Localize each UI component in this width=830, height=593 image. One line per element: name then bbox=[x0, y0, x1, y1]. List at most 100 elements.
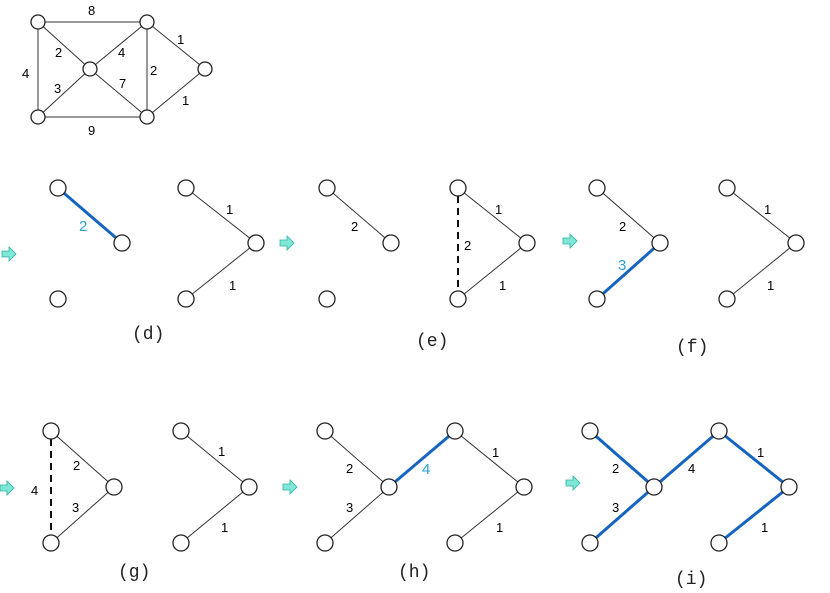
weight-dashed: 2 bbox=[464, 238, 471, 253]
node bbox=[380, 478, 398, 496]
edge bbox=[50, 430, 115, 488]
edge bbox=[726, 242, 797, 300]
panel-caption: (d) bbox=[132, 325, 164, 345]
edge-diag-br bbox=[89, 68, 148, 118]
edge bbox=[454, 486, 525, 544]
step-arrow-icon bbox=[1, 246, 17, 262]
node bbox=[177, 179, 195, 197]
edge bbox=[324, 430, 390, 488]
weight-diag-tr: 4 bbox=[118, 45, 125, 60]
weight-dashed: 4 bbox=[31, 483, 38, 498]
weight: 1 bbox=[226, 202, 233, 217]
step-arrow-icon bbox=[562, 233, 578, 249]
node bbox=[588, 290, 606, 308]
edge bbox=[454, 430, 525, 488]
edge bbox=[324, 486, 390, 544]
panel-caption: (h) bbox=[398, 563, 430, 583]
node bbox=[446, 534, 464, 552]
node bbox=[718, 290, 736, 308]
panel-h: 2 3 4 1 1 (h) bbox=[316, 422, 533, 583]
node bbox=[710, 534, 728, 552]
node bbox=[139, 14, 155, 30]
edge bbox=[596, 187, 661, 244]
weight: 2 bbox=[612, 461, 619, 476]
node bbox=[139, 109, 155, 125]
panel-caption: (g) bbox=[118, 563, 150, 583]
node bbox=[30, 109, 46, 125]
edge-mst bbox=[652, 429, 721, 489]
weight: 2 bbox=[351, 219, 358, 234]
node bbox=[588, 179, 606, 197]
weight: 1 bbox=[492, 445, 499, 460]
edge-highlight bbox=[387, 429, 457, 489]
panel-caption: (e) bbox=[416, 332, 448, 352]
weight: 2 bbox=[619, 219, 626, 234]
weight: 1 bbox=[499, 278, 506, 293]
weight-bottom: 9 bbox=[88, 123, 95, 138]
node bbox=[172, 534, 190, 552]
edge-mst bbox=[588, 429, 656, 489]
node bbox=[780, 478, 798, 496]
node bbox=[82, 61, 98, 77]
weight: 2 bbox=[73, 458, 80, 473]
weight: 1 bbox=[218, 444, 225, 459]
weight: 2 bbox=[346, 461, 353, 476]
node bbox=[449, 290, 467, 308]
edge-tri-bot bbox=[146, 68, 206, 118]
weight-highlight: 4 bbox=[422, 461, 430, 478]
node bbox=[172, 422, 190, 440]
weight: 1 bbox=[221, 520, 228, 535]
node bbox=[247, 234, 265, 252]
weight: 4 bbox=[688, 461, 695, 476]
node bbox=[651, 234, 669, 252]
panel-g: 4 2 3 1 1 (g) bbox=[31, 422, 258, 583]
step-arrow-icon bbox=[279, 235, 295, 251]
node bbox=[316, 534, 334, 552]
panel-e: 2 1 2 1 (e) bbox=[318, 179, 536, 352]
node bbox=[42, 534, 60, 552]
weight: 3 bbox=[72, 500, 79, 515]
edge bbox=[457, 242, 528, 300]
node bbox=[113, 234, 131, 252]
node bbox=[581, 422, 599, 440]
weight: 1 bbox=[761, 520, 768, 535]
weight-diag-br: 7 bbox=[119, 76, 126, 91]
edge-diag-tl bbox=[37, 21, 91, 70]
node bbox=[105, 478, 123, 496]
weight-highlight: 3 bbox=[618, 257, 626, 274]
weight: 1 bbox=[764, 202, 771, 217]
panel-caption: (i) bbox=[675, 570, 707, 590]
node bbox=[645, 478, 663, 496]
weight: 3 bbox=[346, 500, 353, 515]
original-graph: 8 4 9 2 4 3 7 2 1 1 bbox=[22, 3, 213, 138]
weight: 1 bbox=[495, 202, 502, 217]
edge bbox=[185, 187, 257, 244]
weight-left: 4 bbox=[22, 66, 29, 81]
node bbox=[449, 179, 467, 197]
node bbox=[581, 534, 599, 552]
edge-diag-tr bbox=[89, 21, 148, 70]
step-arrow-icon bbox=[0, 480, 15, 496]
weight-top: 8 bbox=[88, 3, 95, 18]
edge bbox=[326, 187, 392, 244]
edge-mst bbox=[717, 485, 791, 545]
edge bbox=[180, 430, 250, 488]
node bbox=[718, 179, 736, 197]
weight: 1 bbox=[496, 520, 503, 535]
edge-highlight bbox=[595, 241, 662, 301]
weight-right-vertical: 2 bbox=[150, 63, 157, 78]
step-arrow-icon bbox=[565, 475, 581, 491]
edge bbox=[180, 486, 250, 544]
panel-i: 2 3 4 1 1 (i) bbox=[581, 422, 798, 590]
node bbox=[240, 478, 258, 496]
node bbox=[318, 290, 336, 308]
node bbox=[42, 422, 60, 440]
edge bbox=[726, 187, 797, 244]
edge bbox=[50, 486, 115, 544]
edge-diag-bl bbox=[37, 68, 91, 118]
weight: 3 bbox=[612, 500, 619, 515]
edge bbox=[185, 242, 257, 300]
node bbox=[30, 14, 46, 30]
panel-f: 2 3 1 1 (f) bbox=[588, 179, 805, 358]
